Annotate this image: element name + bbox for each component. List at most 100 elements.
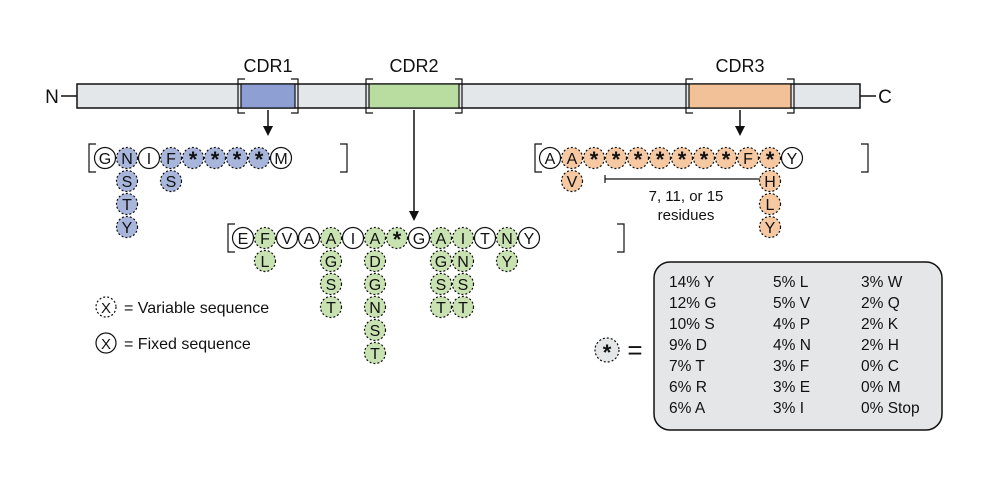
- cdr3-region: [688, 83, 792, 109]
- cdr3-residue-7: *: [692, 146, 716, 172]
- svg-text:*: *: [211, 147, 220, 172]
- cdr2-region: [368, 83, 460, 109]
- key-col3-item-5: 0% M: [861, 379, 901, 396]
- cdr2-bracket: [365, 78, 463, 114]
- svg-text:S: S: [458, 277, 469, 294]
- cdr2-residue-5: I: [341, 226, 365, 250]
- cdr1-residue-7: *: [247, 146, 271, 172]
- svg-text:G: G: [99, 151, 111, 168]
- cdr1-residue-0: G: [93, 146, 117, 170]
- svg-text:S: S: [326, 277, 337, 294]
- cdr2-a9-variant-0: G: [429, 249, 453, 273]
- star-key-symbol: *: [603, 340, 612, 365]
- cdr2-a4-variant-0: G: [319, 249, 343, 273]
- cdr1-residue-8: M: [269, 146, 293, 170]
- cdr2-residue-11: T: [473, 226, 497, 250]
- cdr3-residue-3: *: [604, 146, 628, 172]
- svg-text:G: G: [435, 254, 447, 271]
- svg-text:N: N: [121, 151, 133, 168]
- key-col3-item-2: 2% K: [861, 316, 899, 333]
- cdr2-residue-6: A: [363, 226, 387, 250]
- svg-text:D: D: [369, 254, 381, 271]
- svg-text:A: A: [326, 231, 337, 248]
- svg-text:S: S: [436, 277, 447, 294]
- cdr2-arrowhead: [409, 211, 419, 221]
- legend-variable-symbol: X: [101, 300, 111, 317]
- key-col3-item-3: 2% H: [861, 337, 899, 354]
- legend-fixed-symbol: X: [101, 336, 111, 353]
- cdr1-bracket: [237, 78, 299, 114]
- svg-text:T: T: [458, 300, 468, 317]
- n-terminal-label: N: [45, 87, 59, 108]
- svg-text:S: S: [122, 174, 133, 191]
- cdr3-span-bracket: [604, 175, 769, 183]
- svg-text:N: N: [501, 231, 513, 248]
- cdr2-residue-12: N: [495, 226, 519, 250]
- key-col2-item-1: 5% V: [773, 295, 811, 312]
- cdr3-residue-4: *: [626, 146, 650, 172]
- key-col2-item-4: 3% F: [773, 358, 809, 375]
- svg-text:*: *: [678, 147, 687, 172]
- key-col2-item-2: 4% P: [773, 316, 810, 333]
- star-key-equals: =: [627, 335, 642, 365]
- cdr3-residue-8: *: [714, 146, 738, 172]
- cdr1-residue-2: I: [137, 146, 161, 170]
- key-col3-item-0: 3% W: [861, 274, 903, 291]
- cdr2-residue-4: A: [319, 226, 343, 250]
- key-col1-item-0: 14% Y: [669, 274, 714, 291]
- svg-text:Y: Y: [122, 220, 133, 237]
- svg-text:Y: Y: [502, 254, 513, 271]
- star-key-values: 14% Y12% G10% S9% D7% T6% R6% A5% L5% V4…: [669, 274, 920, 417]
- cdr3-residue-5: *: [648, 146, 672, 172]
- svg-text:F: F: [260, 231, 270, 248]
- cdr2-residue-9: A: [429, 226, 453, 250]
- cdr2-a6-variant-2: N: [363, 295, 387, 319]
- star-key-circle: [594, 337, 620, 363]
- cdr3-residue-2: *: [582, 146, 606, 172]
- cdr2-seq-bracket: [227, 223, 625, 253]
- svg-text:V: V: [567, 174, 578, 191]
- cdr2-a9-variant-2: T: [429, 295, 453, 319]
- cdr1-label: CDR1: [243, 56, 292, 76]
- cdr1-residue-3: F: [159, 146, 183, 170]
- svg-text:T: T: [326, 300, 336, 317]
- svg-text:S: S: [370, 323, 381, 340]
- svg-text:Y: Y: [524, 231, 535, 248]
- key-col2-item-5: 3% E: [773, 379, 810, 396]
- svg-text:I: I: [351, 231, 355, 248]
- svg-text:*: *: [766, 147, 775, 172]
- cdr1-residue-4: *: [181, 146, 205, 172]
- cdr3-residue-11: Y: [780, 146, 804, 170]
- legend-variable-text: = Variable sequence: [124, 300, 269, 317]
- svg-text:A: A: [567, 151, 578, 168]
- svg-text:G: G: [413, 231, 425, 248]
- star-key-box: [653, 261, 943, 431]
- svg-text:T: T: [122, 197, 132, 214]
- svg-text:*: *: [189, 147, 198, 172]
- svg-text:*: *: [700, 147, 709, 172]
- svg-text:A: A: [436, 231, 447, 248]
- cdr3-note-line2: residues: [658, 207, 715, 224]
- svg-text:*: *: [634, 147, 643, 172]
- cdr2-i10-variant-1: S: [451, 272, 475, 296]
- svg-text:*: *: [612, 147, 621, 172]
- cdr1-n-variant-2: Y: [115, 215, 139, 239]
- svg-text:T: T: [480, 231, 490, 248]
- cdr1-arrowhead: [263, 126, 273, 136]
- cdr2-residue-8: G: [407, 226, 431, 250]
- cdr2-residue-0: E: [231, 226, 255, 250]
- svg-text:*: *: [233, 147, 242, 172]
- cdr2-residue-10: I: [451, 226, 475, 250]
- cdr3-f-variant-0: H: [758, 169, 782, 193]
- svg-text:H: H: [764, 174, 776, 191]
- svg-text:L: L: [261, 254, 270, 271]
- svg-text:T: T: [436, 300, 446, 317]
- svg-text:T: T: [370, 346, 380, 363]
- cdr2-i10-variant-0: N: [451, 249, 475, 273]
- cdr2-a6-variant-3: S: [363, 318, 387, 342]
- cdr3-seq-bracket: [534, 143, 869, 173]
- cdr1-region: [240, 83, 296, 109]
- svg-text:G: G: [369, 277, 381, 294]
- key-col3-item-6: 0% Stop: [861, 400, 920, 417]
